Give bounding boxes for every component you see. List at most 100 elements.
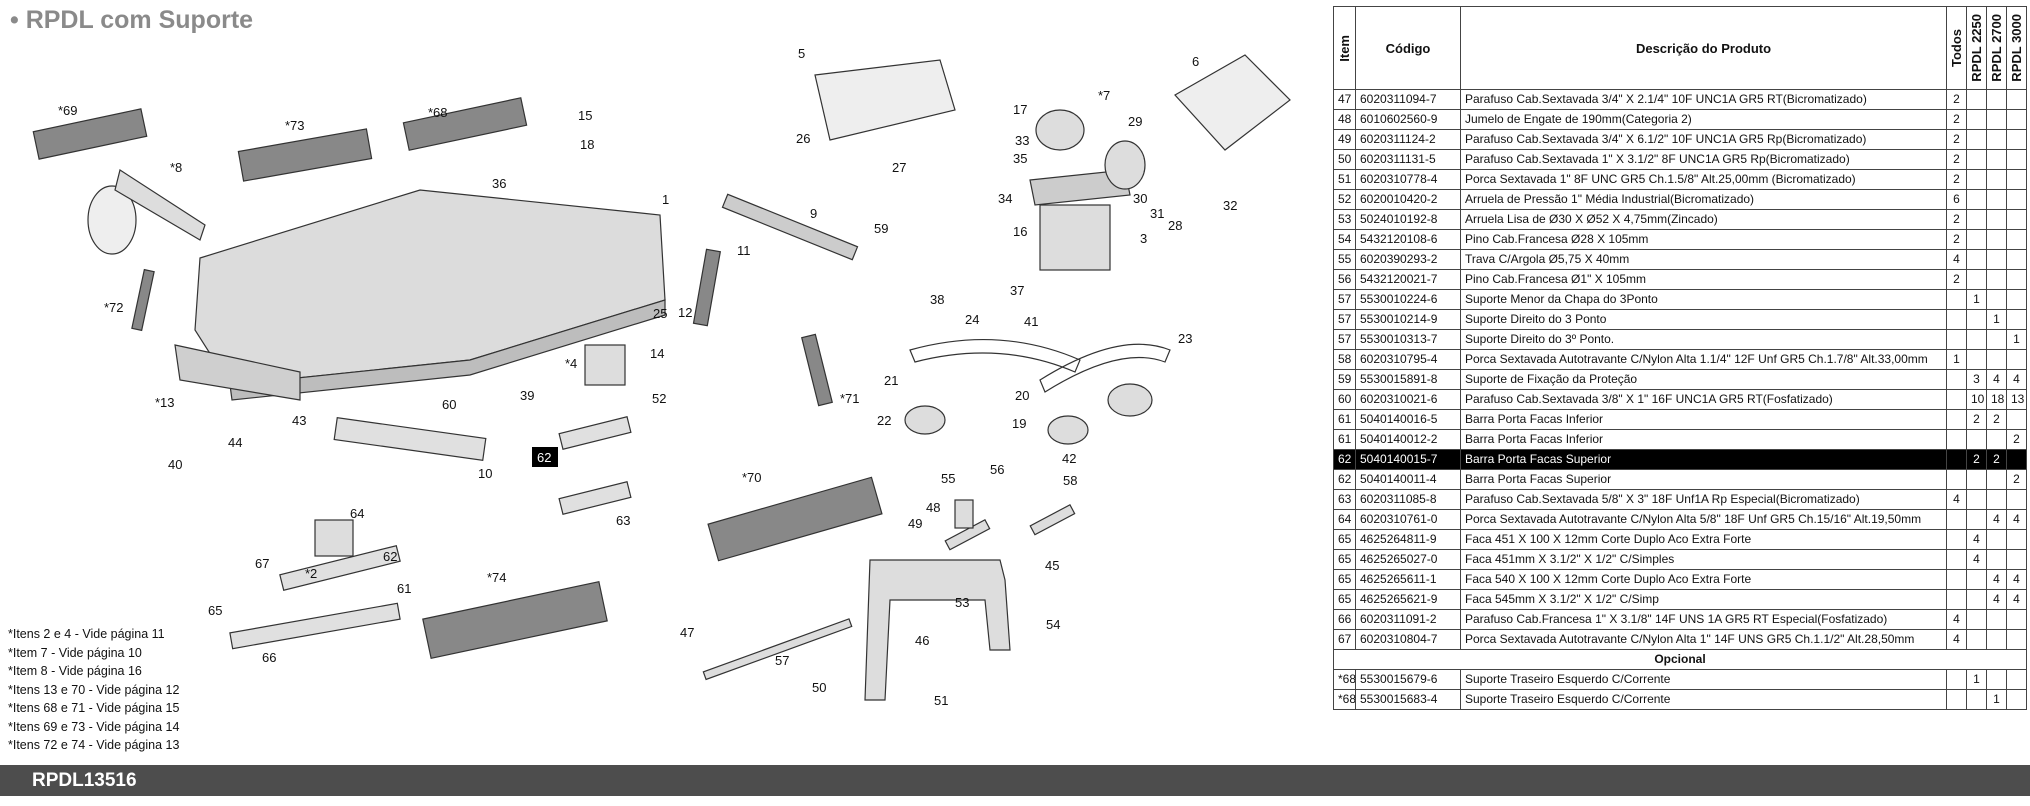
quantity-cell (1966, 309, 1987, 330)
description-cell: Barra Porta Facas Inferior (1460, 429, 1947, 450)
quantity-cell (2006, 689, 2027, 710)
code-cell: 6020310761-0 (1355, 509, 1461, 530)
callout-47: 47 (680, 625, 694, 640)
note-line: *Item 7 - Vide página 10 (8, 645, 142, 660)
quantity-cell (1986, 349, 2007, 370)
quantity-cell (1986, 209, 2007, 230)
callout-55: 55 (941, 471, 955, 486)
header-description: Descrição do Produto (1460, 6, 1947, 90)
quantity-cell (1966, 329, 1987, 350)
description-cell: Suporte de Fixação da Proteção (1460, 369, 1947, 390)
quantity-cell (2006, 289, 2027, 310)
description-cell: Parafuso Cab.Sextavada 5/8" X 3" 18F Unf… (1460, 489, 1947, 510)
callout-39: 39 (520, 388, 534, 403)
callout-26: 26 (796, 131, 810, 146)
note-line: *Itens 69 e 73 - Vide página 14 (8, 719, 180, 734)
quantity-cell (2006, 269, 2027, 290)
code-cell: 5432120108-6 (1355, 229, 1461, 250)
quantity-cell: 2 (1986, 449, 2007, 470)
quantity-cell: 2 (1966, 449, 1987, 470)
callout-19: 19 (1012, 416, 1026, 431)
footer-bar: RPDL13516 (0, 765, 2030, 796)
item-cell: 48 (1333, 109, 1356, 130)
callout-73: *73 (285, 118, 305, 133)
quantity-cell: 2 (1986, 409, 2007, 430)
callout-59: 59 (874, 221, 888, 236)
quantity-cell (1966, 189, 1987, 210)
callout-14: 14 (650, 346, 664, 361)
item-cell: 47 (1333, 89, 1356, 110)
quantity-cell: 2 (1946, 109, 1967, 130)
callout-18: 18 (580, 137, 594, 152)
item-cell: 58 (1333, 349, 1356, 370)
callout-62-highlighted: 62 (537, 450, 551, 465)
quantity-cell (2006, 149, 2027, 170)
callout-25: 25 (653, 306, 667, 321)
callout-30: 30 (1133, 191, 1147, 206)
quantity-cell (1986, 289, 2007, 310)
quantity-cell: 1 (1966, 669, 1987, 690)
item-cell: 65 (1333, 569, 1356, 590)
code-cell: 5432120021-7 (1355, 269, 1461, 290)
callout-36: 36 (492, 176, 506, 191)
quantity-cell (2006, 629, 2027, 650)
callout-5: 5 (798, 46, 805, 61)
callout-69: *69 (58, 103, 78, 118)
callout-20: 20 (1015, 388, 1029, 403)
callout-12: 12 (678, 305, 692, 320)
callout-49: 49 (908, 516, 922, 531)
item-cell: 57 (1333, 309, 1356, 330)
reference-notes: *Itens 2 e 4 - Vide página 11 *Item 7 - … (8, 625, 179, 755)
callout-65: 65 (208, 603, 222, 618)
quantity-cell: 2 (2006, 469, 2027, 490)
code-cell: 5530015891-8 (1355, 369, 1461, 390)
callout-50: 50 (812, 680, 826, 695)
callout-35: 35 (1013, 151, 1027, 166)
note-line: *Itens 72 e 74 - Vide página 13 (8, 738, 180, 752)
callout-60: 60 (442, 397, 456, 412)
item-cell: 60 (1333, 389, 1356, 410)
quantity-cell (1966, 209, 1987, 230)
quantity-cell (1986, 669, 2007, 690)
item-cell: 59 (1333, 369, 1356, 390)
quantity-cell: 2 (1946, 269, 1967, 290)
description-cell: Trava C/Argola Ø5,75 X 40mm (1460, 249, 1947, 270)
quantity-cell: 2 (1946, 169, 1967, 190)
quantity-cell (2006, 89, 2027, 110)
callout-44: 44 (228, 435, 242, 450)
description-cell: Porca Sextavada 1" 8F UNC GR5 Ch.1.5/8" … (1460, 169, 1947, 190)
callout-72: *72 (104, 300, 124, 315)
code-cell: 6020311085-8 (1355, 489, 1461, 510)
callout-53: 53 (955, 595, 969, 610)
item-cell: *68 (1333, 669, 1356, 690)
quantity-cell: 4 (1946, 489, 1967, 510)
description-cell: Parafuso Cab.Sextavada 3/8" X 1" 16F UNC… (1460, 389, 1947, 410)
quantity-cell: 4 (1986, 589, 2007, 610)
description-cell: Faca 545mm X 3.1/2" X 1/2" C/Simp (1460, 589, 1947, 610)
item-cell: 67 (1333, 629, 1356, 650)
description-cell: Suporte Menor da Chapa do 3Ponto (1460, 289, 1947, 310)
callout-40: 40 (168, 457, 182, 472)
header-todos: Todos (1946, 6, 1967, 90)
quantity-cell (1946, 589, 1967, 610)
quantity-cell (1946, 329, 1967, 350)
quantity-cell: 4 (1986, 569, 2007, 590)
code-cell: 4625264811-9 (1355, 529, 1461, 550)
quantity-cell (1986, 189, 2007, 210)
description-cell: Suporte Direito do 3º Ponto. (1460, 329, 1947, 350)
callout-46: 46 (915, 633, 929, 648)
callout-22: 22 (877, 413, 891, 428)
